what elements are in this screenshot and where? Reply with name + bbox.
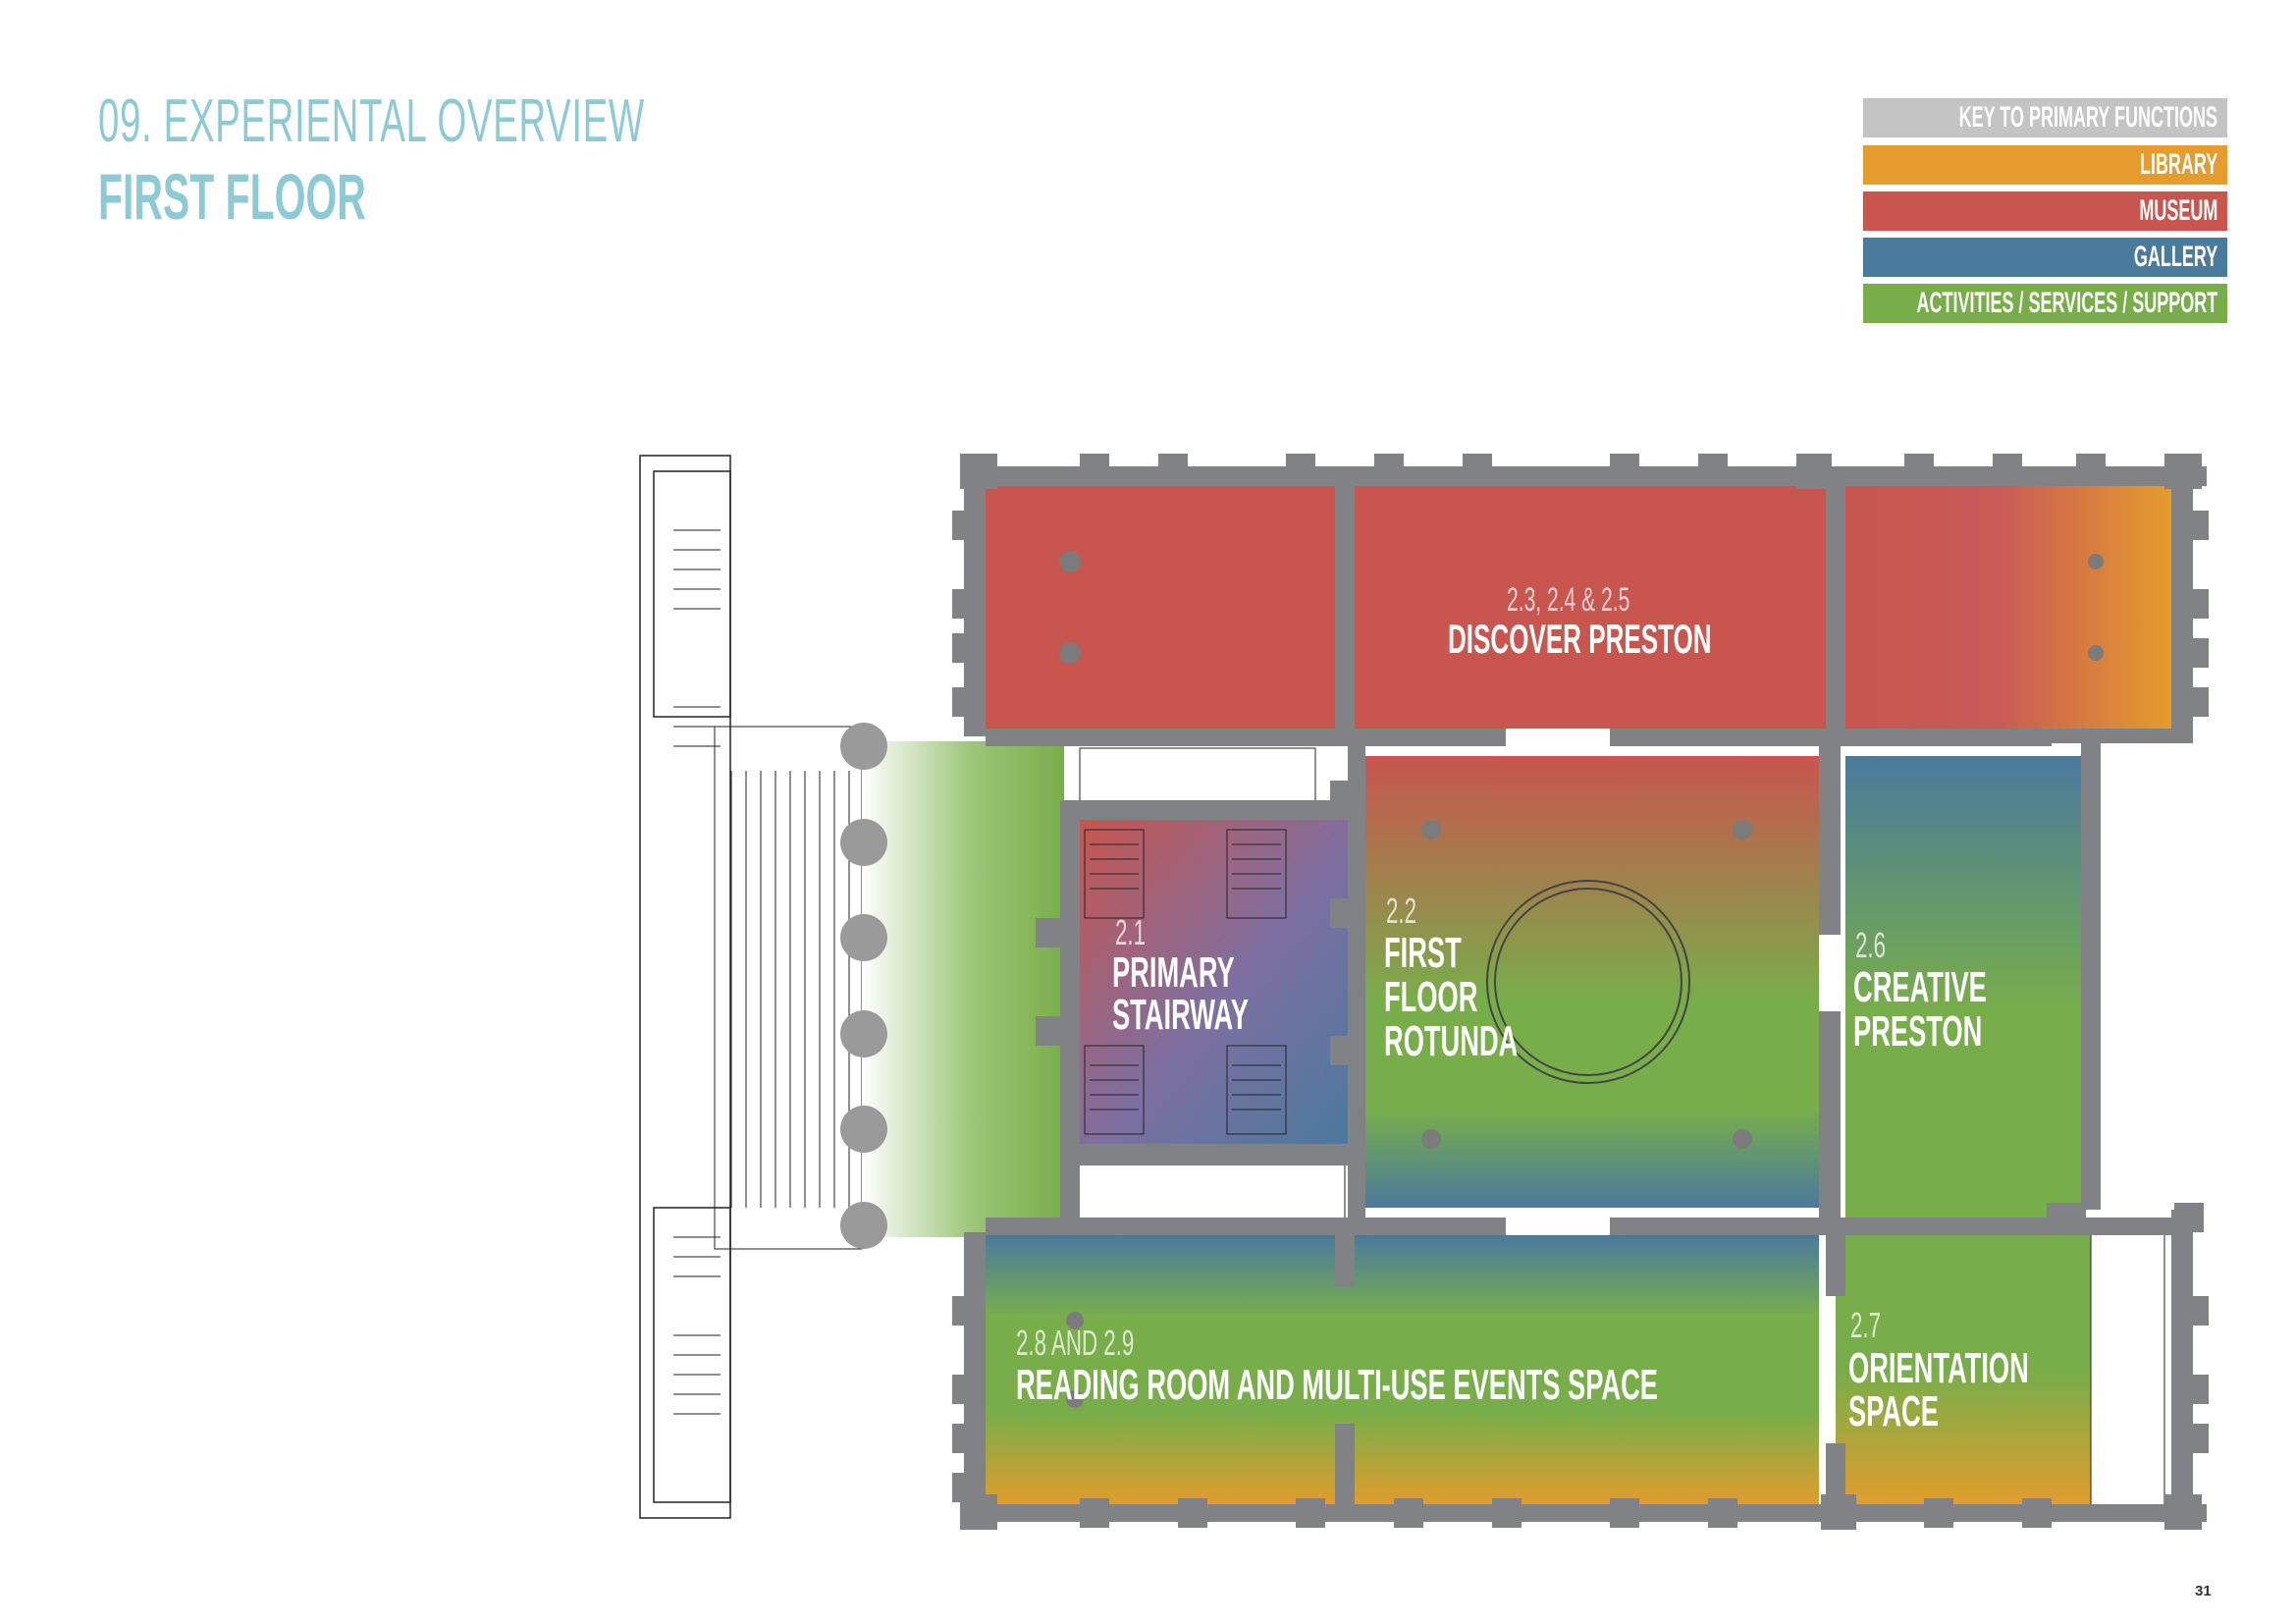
room-reading-room xyxy=(982,1235,1819,1508)
west-stair-structure xyxy=(639,455,731,1519)
walls xyxy=(952,454,2209,1530)
key-museum: MUSEUM xyxy=(1863,191,2227,231)
room-number-reading: 2.8 AND 2.9 xyxy=(1016,1325,1134,1364)
key-activities: ACTIVITIES / SERVICES / SUPPORT xyxy=(1863,284,2227,323)
room-number-stairway: 2.1 xyxy=(1115,914,1146,953)
east-service-stair xyxy=(2090,1231,2165,1508)
portico-columns xyxy=(840,723,887,1249)
room-orientation-space xyxy=(1836,1235,2091,1508)
room-name-orientation-2: SPACE xyxy=(1848,1386,1939,1435)
room-name-stairway-1: PRIMARY xyxy=(1112,947,1235,996)
room-name-rotunda-2: FLOOR xyxy=(1384,972,1477,1020)
key-gallery: GALLERY xyxy=(1863,238,2227,277)
room-name-orientation-1: ORIENTATION xyxy=(1848,1343,2029,1391)
portico-steps xyxy=(714,726,863,1250)
room-discover-preston xyxy=(982,483,1826,729)
room-number-rotunda: 2.2 xyxy=(1386,893,1416,932)
label-discover-preston: 2.3, 2.4 & 2.5 DISCOVER PRESTON xyxy=(1448,580,1712,663)
stair-treads xyxy=(1084,829,1287,1135)
room-name-discover: DISCOVER PRESTON xyxy=(1448,617,1712,663)
portico-area xyxy=(862,741,1064,1237)
room-name-reading: READING ROOM AND MULTI-USE EVENTS SPACE xyxy=(1016,1360,1658,1408)
key-library: LIBRARY xyxy=(1863,145,2227,185)
room-creative-preston xyxy=(1845,756,2081,1222)
section-title: 09. EXPERIENTAL OVERVIEW xyxy=(98,87,645,155)
room-number-discover: 2.3, 2.4 & 2.5 xyxy=(1507,580,1629,618)
label-orientation-space: 2.7 ORIENTATION SPACE xyxy=(1848,1307,2029,1435)
label-reading-room: 2.8 AND 2.9 READING ROOM AND MULTI-USE E… xyxy=(1016,1325,1658,1409)
room-number-creative: 2.6 xyxy=(1855,927,1886,966)
interior-columns xyxy=(1059,551,2104,1408)
room-discover-preston-east xyxy=(1826,483,2171,729)
room-number-orientation: 2.7 xyxy=(1850,1307,1881,1346)
key-title: KEY TO PRIMARY FUNCTIONS xyxy=(1863,98,2227,137)
label-primary-stairway: 2.1 PRIMARY STAIRWAY xyxy=(1112,914,1249,1039)
room-name-creative-2: PRESTON xyxy=(1853,1006,1982,1055)
label-creative-preston: 2.6 CREATIVE PRESTON xyxy=(1853,927,1987,1056)
page-number: 31 xyxy=(2195,1583,2212,1599)
room-name-stairway-2: STAIRWAY xyxy=(1112,990,1249,1038)
room-name-rotunda-1: FIRST xyxy=(1384,928,1462,976)
rotunda-circle xyxy=(1486,880,1690,1084)
label-rotunda: 2.2 FIRST FLOOR ROTUNDA xyxy=(1384,893,1518,1065)
lower-service-rooms xyxy=(1069,1163,1346,1223)
room-name-creative-1: CREATIVE xyxy=(1853,962,1987,1010)
room-name-rotunda-3: ROTUNDA xyxy=(1384,1016,1518,1064)
toilets xyxy=(1079,747,1316,803)
floor-title: FIRST FLOOR xyxy=(98,160,366,233)
